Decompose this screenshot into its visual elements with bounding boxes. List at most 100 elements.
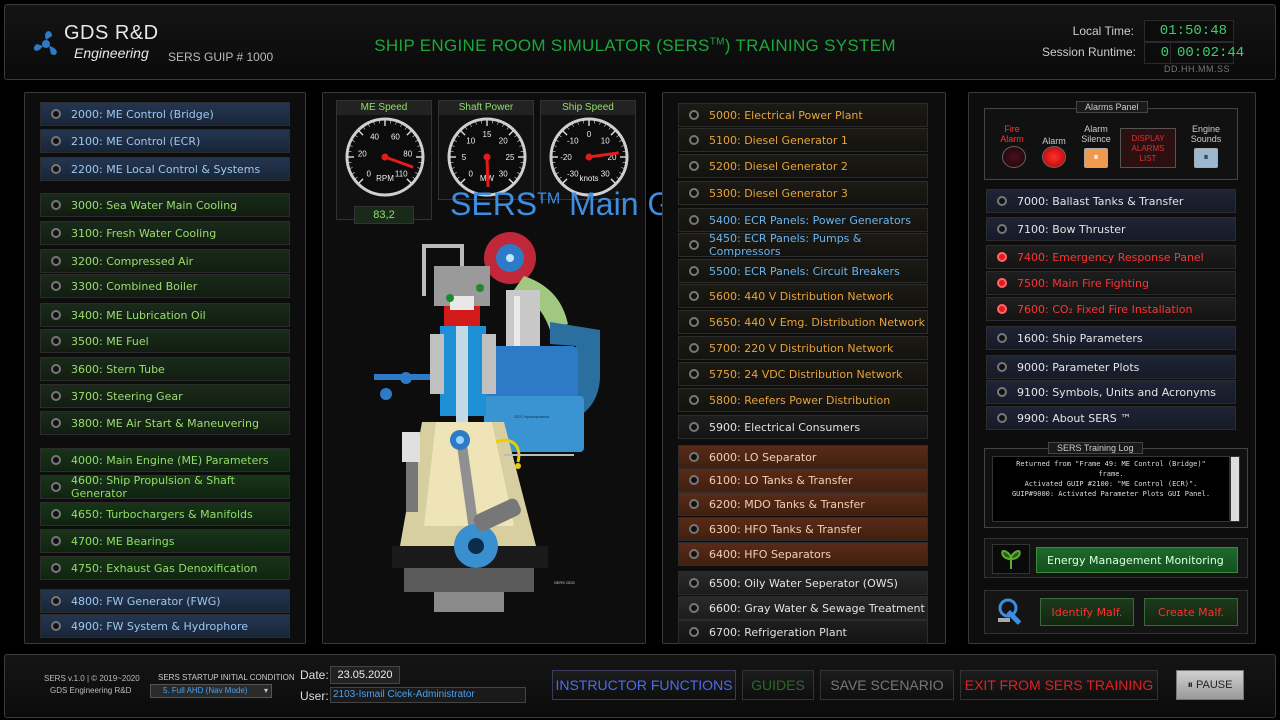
left-menu-item[interactable]: 2200: ME Local Control & Systems	[40, 157, 290, 181]
left-menu-item[interactable]: 3000: Sea Water Main Cooling	[40, 193, 290, 217]
left-menu-item-label: 4650: Turbochargers & Manifolds	[71, 507, 253, 521]
gauge-tick	[610, 178, 616, 184]
left-menu-item[interactable]: 4900: FW System & Hydrophore	[40, 614, 290, 638]
left-menu-item-label: 4000: Main Engine (ME) Parameters	[71, 453, 269, 467]
right-menu-item[interactable]: 7500: Main Fire Fighting	[986, 271, 1236, 295]
gauge-tick	[354, 135, 358, 138]
middle-menu-item[interactable]: 6100: LO Tanks & Transfer	[678, 468, 928, 492]
gauge-tick	[619, 172, 623, 175]
middle-menu-item[interactable]: 5300: Diesel Generator 3	[678, 181, 928, 205]
gauge-tick	[451, 145, 455, 147]
right-menu-item[interactable]: 7400: Emergency Response Panel	[986, 245, 1236, 269]
logo-text: GDS R&D	[64, 22, 159, 44]
right-menu-item[interactable]: 7000: Ballast Tanks & Transfer	[986, 189, 1236, 213]
left-menu-item[interactable]: 3100: Fresh Water Cooling	[40, 221, 290, 245]
instructor-functions-button[interactable]: INSTRUCTOR FUNCTIONS	[552, 670, 736, 700]
middle-menu-item[interactable]: 5800: Reefers Power Distribution	[678, 388, 928, 412]
left-menu-item[interactable]: 3400: ME Lubrication Oil	[40, 303, 290, 327]
left-menu-item[interactable]: 4000: Main Engine (ME) Parameters	[40, 448, 290, 472]
left-menu-item[interactable]: 2000: ME Control (Bridge)	[40, 102, 290, 126]
left-menu-item[interactable]: 2100: ME Control (ECR)	[40, 129, 290, 153]
gauge-tick	[621, 167, 625, 169]
middle-menu-item[interactable]: 5650: 440 V Emg. Distribution Network	[678, 310, 928, 334]
fire-alarm-light[interactable]	[1002, 146, 1026, 168]
right-menu-item[interactable]: 9100: Symbols, Units and Acronyms	[986, 380, 1236, 404]
middle-menu-item[interactable]: 5600: 440 V Distribution Network	[678, 284, 928, 308]
create-malfunction-button[interactable]: Create Malf.	[1144, 598, 1238, 626]
gauge-tick	[351, 139, 355, 142]
training-log-text[interactable]: Returned from "Frame 49: ME Control (Bri…	[992, 456, 1230, 522]
gauge-tick	[465, 126, 468, 130]
guides-button[interactable]: GUIDES	[742, 670, 814, 700]
status-indicator-icon	[51, 364, 61, 374]
right-menu-item[interactable]: 9900: About SERS ™	[986, 406, 1236, 430]
middle-menu-item[interactable]: 5700: 220 V Distribution Network	[678, 336, 928, 360]
middle-menu-item[interactable]: 5450: ECR Panels: Pumps & Compressors	[678, 232, 928, 258]
middle-menu-item[interactable]: 6300: HFO Tanks & Transfer	[678, 517, 928, 541]
left-menu-item[interactable]: 4750: Exhaust Gas Denoxification	[40, 556, 290, 580]
session-runtime-label: Session Runtime:	[1041, 45, 1136, 59]
main-engine-drawing[interactable]: GDS Hydrodynamic SERS	[364, 226, 626, 618]
status-indicator-icon	[689, 110, 699, 120]
pause-button[interactable]: ⏸PAUSE	[1176, 670, 1244, 700]
gauge-tick	[475, 121, 477, 125]
display-alarms-list-button[interactable]: DISPLAY ALARMS LIST	[1120, 128, 1176, 168]
status-indicator-icon	[51, 310, 61, 320]
alarm-light[interactable]	[1042, 146, 1066, 168]
middle-menu-item[interactable]: 6500: Oily Water Seperator (OWS)	[678, 571, 928, 595]
right-menu-item[interactable]: 7600: CO₂ Fixed Fire Installation	[986, 297, 1236, 321]
log-scrollbar[interactable]	[1230, 456, 1240, 522]
energy-management-button[interactable]: Energy Management Monitoring	[1036, 547, 1238, 573]
left-menu-item[interactable]: 4600: Ship Propulsion & Shaft Generator	[40, 474, 290, 500]
middle-menu-item[interactable]: 6400: HFO Separators	[678, 542, 928, 566]
middle-menu-item[interactable]: 5500: ECR Panels: Circuit Breakers	[678, 259, 928, 283]
left-menu-item[interactable]: 4800: FW Generator (FWG)	[40, 589, 290, 613]
save-scenario-button[interactable]: SAVE SCENARIO	[820, 670, 954, 700]
left-menu-item[interactable]: 3600: Stern Tube	[40, 357, 290, 381]
gauge-tick-label: 80	[403, 149, 412, 158]
gauge-tick	[608, 126, 611, 130]
gauge-1: Shaft Power051015202530MW	[438, 100, 534, 200]
middle-menu-item-label: 6000: LO Separator	[709, 450, 817, 464]
svg-text:SERS GDS: SERS GDS	[554, 580, 575, 585]
gauge-tick	[604, 123, 607, 127]
left-menu-item[interactable]: 3800: ME Air Start & Maneuvering	[40, 411, 290, 435]
left-menu-item[interactable]: 3700: Steering Gear	[40, 384, 290, 408]
middle-menu-item-label: 5650: 440 V Emg. Distribution Network	[709, 315, 925, 329]
alarm-label: Alarm	[1042, 136, 1066, 146]
identify-malfunction-button[interactable]: Identify Malf.	[1040, 598, 1134, 626]
gauge-tick-label: 30	[601, 169, 610, 178]
middle-menu-item[interactable]: 5900: Electrical Consumers	[678, 415, 928, 439]
right-menu-item-label: 9000: Parameter Plots	[1017, 360, 1140, 374]
exit-training-button[interactable]: EXIT FROM SERS TRAINING	[960, 670, 1158, 700]
middle-menu-item[interactable]: 6700: Refrigeration Plant	[678, 620, 928, 644]
right-menu-item[interactable]: 1600: Ship Parameters	[986, 326, 1236, 350]
logo-subtext: Engineering	[74, 45, 149, 61]
left-menu-item[interactable]: 3500: ME Fuel	[40, 329, 290, 353]
right-menu-item[interactable]: 7100: Bow Thruster	[986, 217, 1236, 241]
startup-select[interactable]: 5. Full AHD (Nav Mode) ▾	[150, 684, 272, 698]
left-menu-item[interactable]: 4700: ME Bearings	[40, 529, 290, 553]
left-menu-item[interactable]: 3300: Combined Boiler	[40, 274, 290, 298]
gauge-tick	[349, 145, 353, 147]
middle-menu-item[interactable]: 5100: Diesel Generator 1	[678, 128, 928, 152]
middle-menu-item[interactable]: 6000: LO Separator	[678, 445, 928, 469]
engine-sounds-button[interactable]: ⏸	[1194, 148, 1218, 168]
middle-menu-item[interactable]: 5200: Diesel Generator 2	[678, 154, 928, 178]
gauge-tick	[415, 172, 419, 175]
status-indicator-icon	[51, 281, 61, 291]
middle-menu-item[interactable]: 6200: MDO Tanks & Transfer	[678, 492, 928, 516]
left-menu-item[interactable]: 4650: Turbochargers & Manifolds	[40, 502, 290, 526]
right-menu-item-label: 7400: Emergency Response Panel	[1017, 250, 1204, 264]
log-line: Returned from "Frame 49: ME Control (Bri…	[1016, 460, 1206, 468]
left-menu-item[interactable]: 3200: Compressed Air	[40, 249, 290, 273]
gauge-dial: 051015202530MW	[447, 117, 527, 197]
right-menu-item[interactable]: 9000: Parameter Plots	[986, 355, 1236, 379]
middle-menu-item[interactable]: 5000: Electrical Power Plant	[678, 103, 928, 127]
middle-menu-item[interactable]: 5400: ECR Panels: Power Generators	[678, 208, 928, 232]
middle-menu-item[interactable]: 6600: Gray Water & Sewage Treatment	[678, 596, 928, 620]
engine-sounds-label: Engine Sounds	[1190, 124, 1222, 144]
status-indicator-icon	[51, 596, 61, 606]
alarm-silence-button[interactable]: ⏸	[1084, 148, 1108, 168]
middle-menu-item[interactable]: 5750: 24 VDC Distribution Network	[678, 362, 928, 386]
